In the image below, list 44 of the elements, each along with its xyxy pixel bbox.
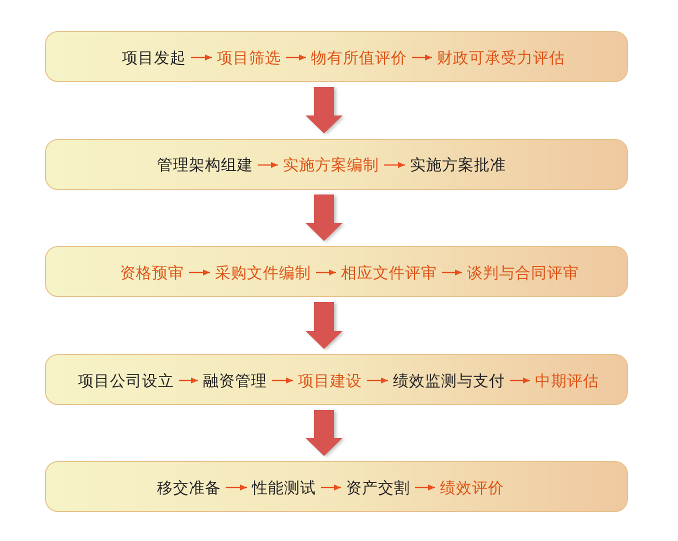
block-arrow (306, 194, 342, 241)
step-text: 项目公司设立 (78, 370, 174, 390)
step-text: 实施方案编制 (283, 155, 379, 175)
arrow (272, 378, 293, 384)
arrow (179, 378, 198, 384)
step-text: 资格预审 (120, 262, 184, 282)
stage-band (45, 354, 628, 405)
arrow (367, 378, 388, 384)
step-text: 项目发起 (122, 48, 186, 68)
step-text: 移交准备 (157, 478, 221, 498)
stage-band (45, 246, 628, 297)
step-text: 绩效评价 (440, 478, 504, 498)
arrow (412, 54, 432, 60)
step-text: 融资管理 (203, 370, 267, 390)
arrow (226, 484, 247, 490)
stage-band (45, 138, 628, 190)
arrow (510, 378, 530, 384)
step-text: 相应文件评审 (341, 262, 437, 282)
arrow (321, 484, 341, 490)
block-arrow (306, 302, 342, 349)
step-text: 性能测试 (252, 478, 316, 498)
step-text: 项目筛选 (217, 48, 281, 68)
stage-band (45, 31, 628, 82)
block-arrow (306, 410, 342, 456)
arrow (191, 54, 212, 60)
step-text: 谈判与合同评审 (467, 262, 579, 282)
step-text: 资产交割 (346, 478, 410, 498)
arrow (258, 162, 278, 168)
block-arrow (306, 87, 342, 134)
step-text: 采购文件编制 (215, 262, 311, 282)
step-text: 绩效监测与支付 (393, 370, 505, 390)
arrow (189, 270, 210, 276)
step-text: 中期评估 (535, 370, 599, 390)
step-text: 财政可承受力评估 (437, 48, 565, 68)
stage-band (45, 461, 628, 512)
arrow (415, 484, 435, 490)
step-text: 项目建设 (298, 370, 362, 390)
arrow (286, 54, 306, 60)
step-text: 管理架构组建 (157, 155, 253, 175)
arrow (316, 270, 336, 276)
step-text: 物有所值评价 (311, 48, 407, 68)
step-text: 实施方案批准 (410, 155, 506, 175)
arrow (442, 270, 462, 276)
arrow (384, 162, 405, 168)
